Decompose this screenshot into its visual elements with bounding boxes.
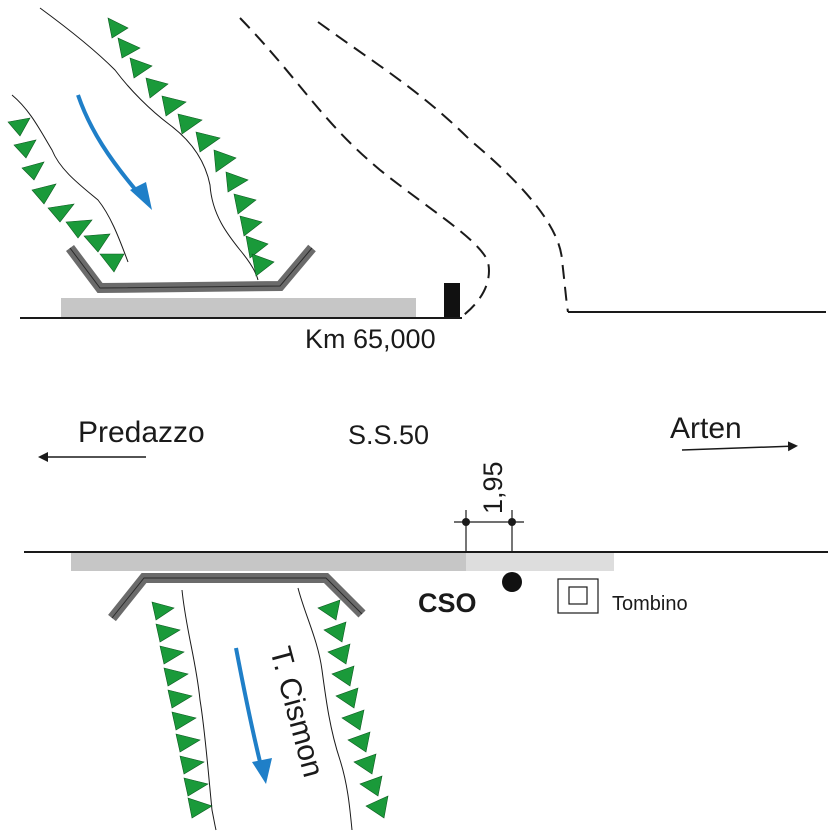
flow-arrow-top bbox=[76, 94, 142, 197]
dimension-label: 1,95 bbox=[478, 461, 508, 514]
flow-arrow-top-head bbox=[130, 182, 152, 210]
river-bank-right-top bbox=[39, 7, 259, 281]
culvert-inner-box bbox=[568, 586, 588, 605]
direction-right-arrow bbox=[681, 441, 798, 452]
direction-left-label: Predazzo bbox=[78, 416, 205, 449]
km-marker-label: Km 65,000 bbox=[305, 324, 436, 354]
dimension-dot-left bbox=[462, 518, 470, 526]
bridge-top-outline bbox=[69, 247, 313, 289]
direction-right-label: Arten bbox=[670, 412, 742, 445]
culvert-label: Tombino bbox=[612, 593, 688, 615]
dimension-dot-right bbox=[508, 518, 516, 526]
road-band-top bbox=[61, 298, 416, 317]
vegetation-top-right bbox=[107, 17, 275, 277]
bridge-bottom-outline bbox=[111, 577, 363, 619]
road-band-bottom-light bbox=[466, 552, 614, 571]
road-name-label: S.S.50 bbox=[348, 420, 429, 450]
river-bank-right-bottom bbox=[297, 587, 353, 831]
vegetation-bottom-left bbox=[151, 601, 213, 819]
road-band-bottom bbox=[71, 552, 466, 571]
dashed-road-left bbox=[239, 17, 490, 319]
river-bank-left-bottom bbox=[181, 589, 217, 831]
flow-arrow-bottom bbox=[234, 647, 264, 771]
station-dot bbox=[502, 572, 522, 592]
vegetation-top-left bbox=[7, 117, 125, 273]
bottom-panel: 1,95 CSO Tombino T. Cismon bbox=[24, 461, 828, 831]
river-label: T. Cismon bbox=[263, 643, 329, 780]
station-label: CSO bbox=[418, 588, 477, 618]
km-marker-post bbox=[444, 283, 460, 317]
vegetation-bottom-right bbox=[317, 599, 389, 819]
top-panel: Km 65,000 bbox=[7, 7, 826, 354]
dashed-road-right bbox=[317, 21, 569, 313]
river-bank-left-top bbox=[11, 94, 129, 263]
middle-labels: Predazzo S.S.50 Arten bbox=[38, 412, 798, 462]
flow-arrow-bottom-head bbox=[252, 758, 272, 784]
